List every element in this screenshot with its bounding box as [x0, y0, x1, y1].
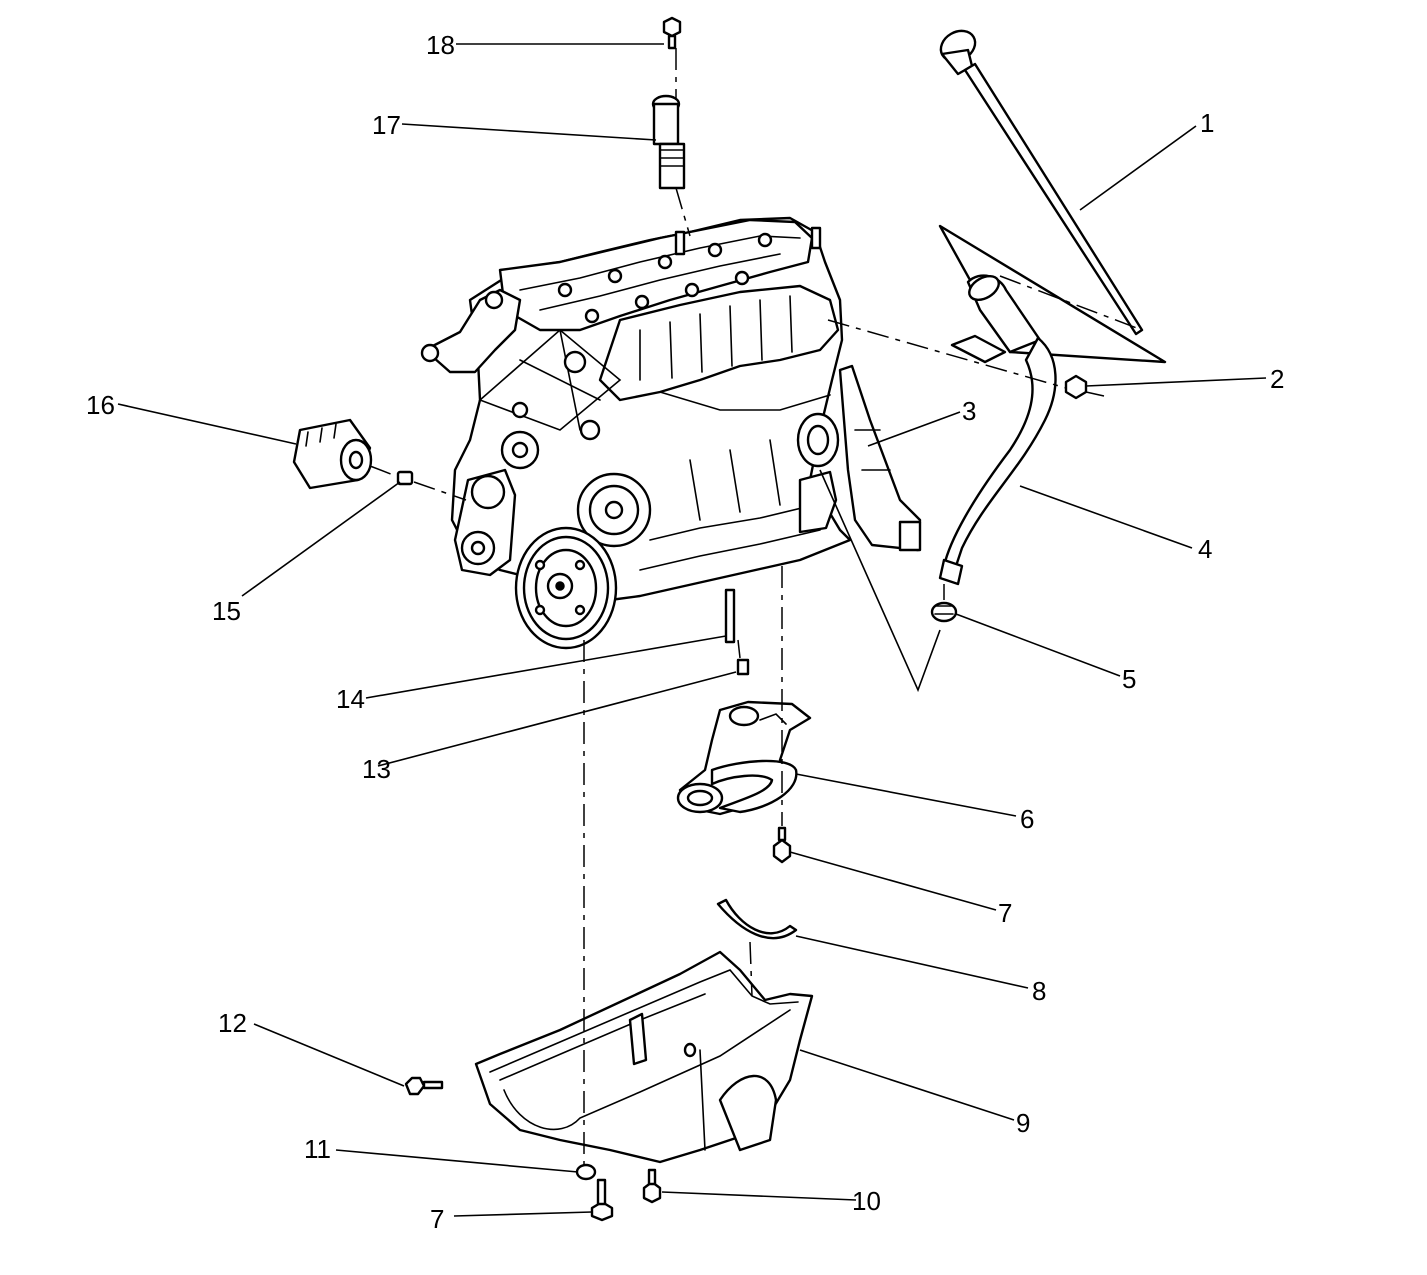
callout-18: 18 [426, 30, 455, 60]
callout-11: 11 [304, 1134, 331, 1164]
callout-8: 8 [1032, 976, 1046, 1006]
callout-5: 5 [1122, 664, 1136, 694]
callout-leaders [117, 43, 1267, 1217]
callout-10: 10 [852, 1186, 881, 1216]
callout-4: 4 [1198, 534, 1212, 564]
callout-7-upper: 7 [998, 898, 1012, 928]
oil-pump-drive-shaft [724, 588, 736, 644]
oil-pan [474, 950, 814, 1164]
oil-pump-bolt [772, 826, 792, 864]
engine-mount-bracket [838, 364, 922, 552]
callout-3: 3 [962, 396, 976, 426]
oil-pan-side-bolt-12 [404, 1076, 444, 1096]
drive-shaft-retainer [736, 658, 750, 676]
fill-tube-bolt [662, 16, 682, 50]
callout-9: 9 [1016, 1108, 1030, 1138]
oil-level-indicator-tube [938, 224, 1167, 586]
callout-14: 14 [336, 684, 365, 714]
callout-15: 15 [212, 596, 241, 626]
tube-stud-nut [1064, 374, 1088, 400]
assembly-lines [369, 48, 1143, 1168]
oil-pump-assembly [676, 700, 812, 816]
tube-seal-o-ring [930, 601, 958, 623]
oil-filter-fitting [396, 470, 414, 486]
callout-17: 17 [372, 110, 401, 140]
oil-level-dipstick [939, 29, 1144, 336]
callout-12: 12 [218, 1008, 247, 1038]
callout-labels: 1 2 3 4 5 6 7 8 9 10 11 12 13 14 15 16 1… [86, 30, 1284, 1234]
callout-13: 13 [362, 754, 391, 784]
callout-1: 1 [1200, 108, 1214, 138]
oil-pan-bolt-lower [590, 1178, 614, 1222]
callout-6: 6 [1020, 804, 1034, 834]
oil-pan-washer-11 [575, 1163, 597, 1181]
callout-7-lower: 7 [430, 1204, 444, 1234]
oil-pan-bolt-10 [642, 1168, 662, 1204]
oil-pan-rear-seal [716, 898, 798, 940]
callout-16: 16 [86, 390, 115, 420]
oil-filter [292, 418, 373, 490]
engine-assembly [420, 216, 852, 650]
oil-fill-tube [651, 94, 686, 190]
callout-2: 2 [1270, 364, 1284, 394]
